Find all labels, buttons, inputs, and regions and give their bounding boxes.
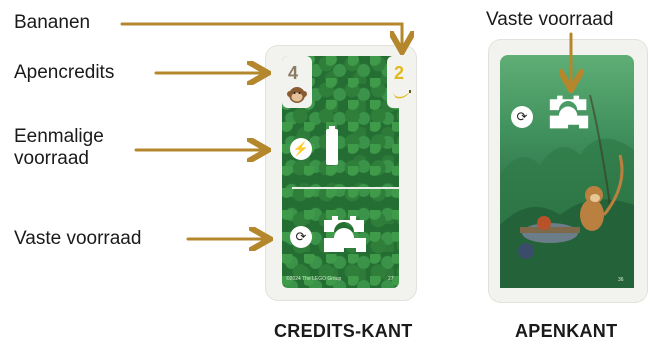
credits-side-caption: CREDITS-KANT xyxy=(274,321,413,341)
one-time-brick xyxy=(326,129,338,165)
banana-corner xyxy=(387,56,413,108)
jungle-scene-illustration xyxy=(500,94,634,288)
ape-card-page-number: 36 xyxy=(618,277,624,283)
banana-icon xyxy=(392,90,411,99)
bananas-value: 2 xyxy=(394,63,405,83)
monkey-face-icon xyxy=(287,87,307,103)
arrow-bananas xyxy=(120,22,402,46)
ape-credits-value: 4 xyxy=(288,63,299,83)
ape-side-caption: APENKANT xyxy=(515,321,618,341)
fixed-supply-label-left: Vaste voorraad xyxy=(14,228,142,249)
ape-credits-label: Apencredits xyxy=(14,62,115,83)
one-time-brick-stud xyxy=(329,126,335,130)
cycle-icon: ⟳ xyxy=(290,226,312,248)
brick-icon xyxy=(324,216,366,252)
lightning-icon: ⚡ xyxy=(290,138,312,160)
brick-icon-ape-card xyxy=(549,95,589,129)
copyright-text: ©2024 The LEGO Group xyxy=(286,276,342,282)
fixed-supply-label-right: Vaste voorraad xyxy=(486,9,614,30)
divider-line xyxy=(292,187,400,189)
one-time-supply-label: Eenmalige voorraad xyxy=(14,126,104,169)
bananas-label: Bananen xyxy=(14,12,91,33)
cycle-icon-ape-card: ⟳ xyxy=(511,106,533,128)
credits-card-page-number: 27 xyxy=(388,276,394,282)
